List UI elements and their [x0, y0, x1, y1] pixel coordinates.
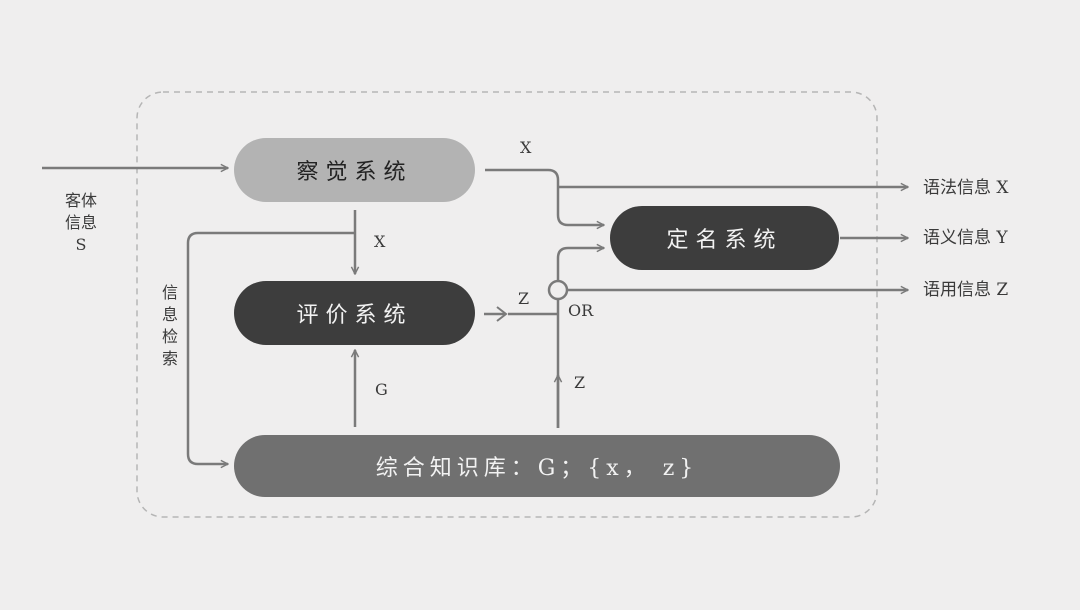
syntactic-info-label: 语法信息 X — [923, 178, 1009, 198]
perception-system-box: 察觉系统 — [234, 138, 475, 202]
retrieval-loop-line — [186, 231, 355, 464]
or-to-naming-arrow — [556, 248, 604, 281]
z-up-label: Z — [574, 373, 586, 392]
system-boundary — [136, 91, 878, 518]
g-label: G — [375, 380, 388, 399]
evaluation-system-box: 评价系统 — [234, 281, 475, 345]
knowledge-base-box: 综合知识库：G；{x， z} — [234, 435, 840, 497]
perception-x-line — [485, 168, 604, 225]
or-label: OR — [568, 301, 594, 320]
retrieval-label: 信 息 检 索 — [161, 283, 178, 368]
x-mid-label: X — [374, 232, 386, 251]
pragmatic-info-label: 语用信息 Z — [923, 280, 1009, 300]
input-label: 客体 信息 S — [64, 191, 97, 254]
or-junction — [547, 279, 569, 301]
x-top-label: X — [520, 138, 532, 157]
naming-system-box: 定名系统 — [610, 206, 839, 270]
evaluation-arrowhead — [496, 306, 508, 322]
semantic-info-label: 语义信息 Y — [923, 228, 1008, 248]
z-evaluation-label: Z — [518, 289, 530, 308]
